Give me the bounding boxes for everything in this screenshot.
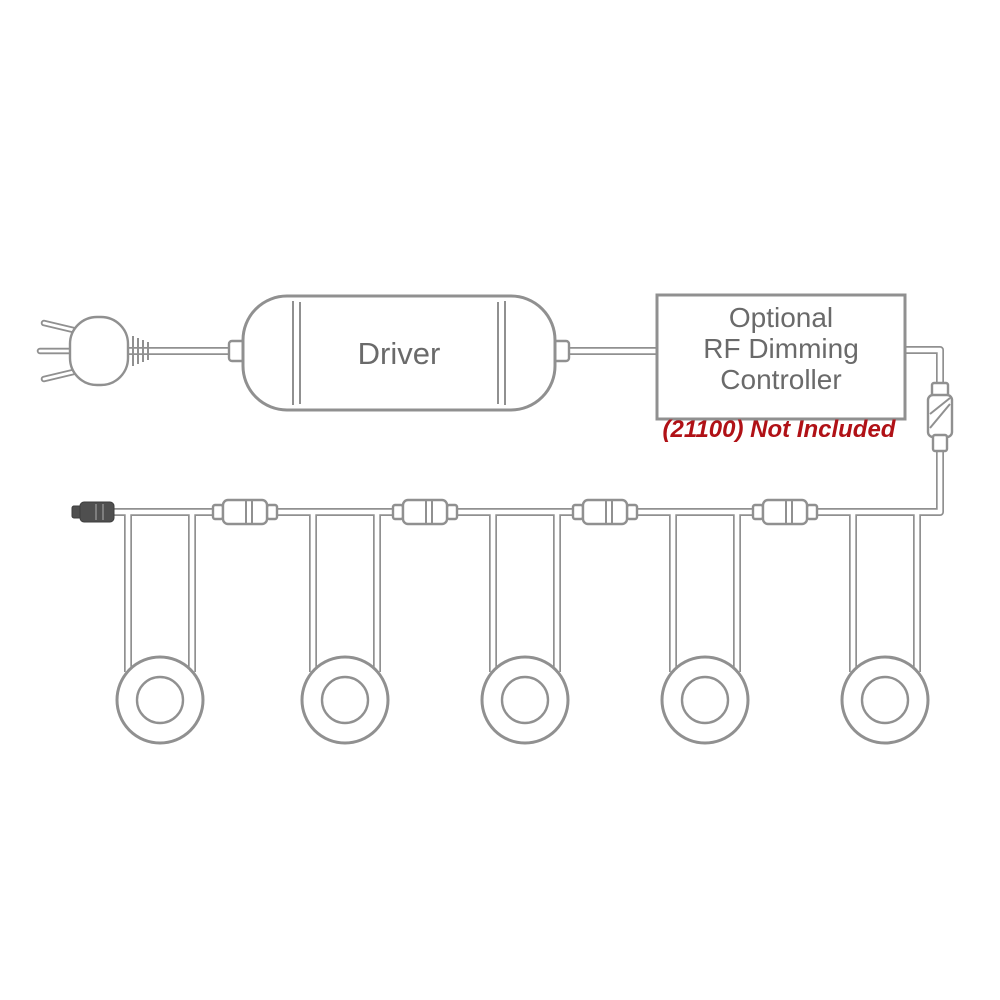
connector-collar [571, 503, 585, 521]
screw-connector-hatch [929, 397, 951, 415]
wires-core-layer [38, 321, 943, 672]
controller-label-line3: Controller [720, 364, 841, 395]
screw-connector-hatch [929, 403, 951, 429]
driver-body [241, 294, 557, 412]
puck-light-inner-ring [500, 675, 550, 725]
driver-label: Driver [358, 336, 441, 371]
puck-light-inner-ring [860, 675, 910, 725]
controller-label-line1: Optional [729, 302, 833, 333]
wire-core [110, 449, 943, 515]
connector-collar [211, 503, 225, 521]
wire-controller-down [905, 346, 944, 386]
connector-collar [805, 503, 819, 521]
connector-collar [625, 503, 639, 521]
wire-core [905, 347, 943, 386]
rf-dimming-controller-box: Optional RF Dimming Controller (21100) N… [655, 293, 907, 443]
puck-light-inner-ring [320, 675, 370, 725]
puck-light-icon [660, 655, 750, 745]
controller-body [655, 293, 907, 421]
controller-label-line2: RF Dimming [703, 333, 859, 364]
end-cap-body [79, 501, 115, 523]
puck-light-icon [115, 655, 205, 745]
connector-collar [265, 503, 279, 521]
plug-body [68, 315, 130, 387]
connector-collar [751, 503, 765, 521]
puck-light-inner-ring [135, 675, 185, 725]
connector-collar [391, 503, 405, 521]
end-cap-connector-icon [71, 501, 115, 523]
screw-connector-bottom-collar [931, 433, 949, 453]
inline-connector-icon [211, 498, 279, 526]
screw-connector-icon [926, 381, 954, 453]
driver-box: Driver [227, 294, 571, 412]
connector-collar [445, 503, 459, 521]
puck-light-icon [480, 655, 570, 745]
puck-light-icon [840, 655, 930, 745]
puck-light-inner-ring [680, 675, 730, 725]
inline-connector-icon [391, 498, 459, 526]
inline-connector-icon [751, 498, 819, 526]
puck-light-icon [300, 655, 390, 745]
inline-connector-icon [571, 498, 639, 526]
power-plug-icon [68, 315, 149, 387]
not-included-note: (21100) Not Included [663, 416, 897, 443]
